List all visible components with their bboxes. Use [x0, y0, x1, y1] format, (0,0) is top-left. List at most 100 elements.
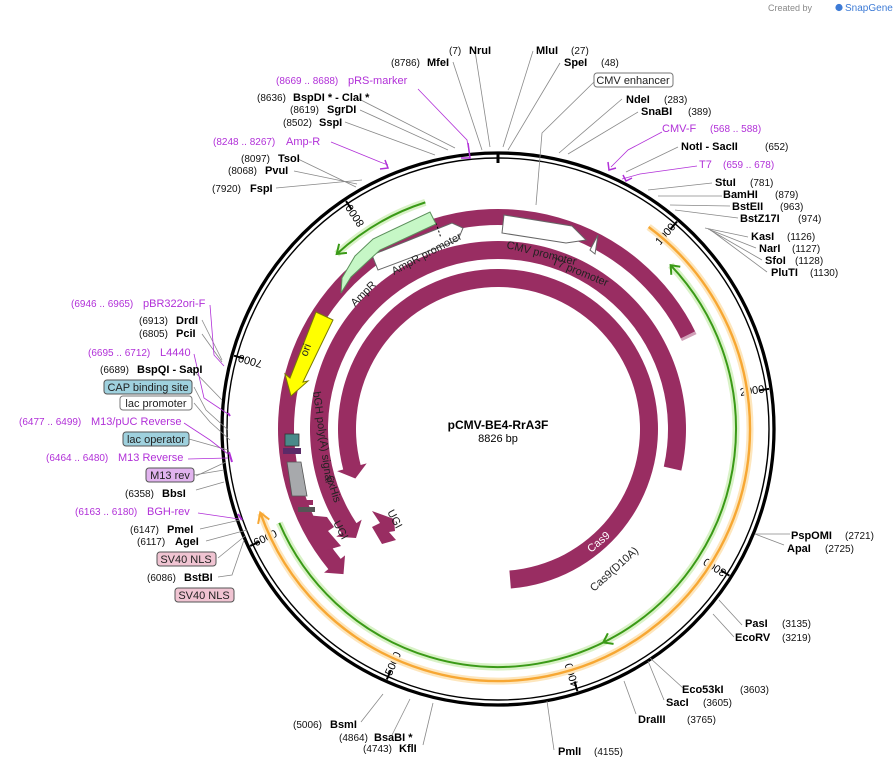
site-bstbi: BstBI: [184, 572, 213, 584]
svg-text:(6913): (6913): [139, 316, 168, 327]
svg-text:(879): (879): [775, 190, 798, 201]
svg-text:(8502): (8502): [283, 118, 312, 129]
svg-text:(283): (283): [664, 95, 687, 106]
orange-arc-head: [257, 510, 270, 525]
restriction-sites: (7) NruI MluI (27) (8786) MfeI SpeI (48)…: [100, 45, 874, 758]
svg-text:(1128): (1128): [795, 256, 823, 267]
site-mlui: MluI: [536, 45, 558, 57]
site-snabi: SnaBI: [641, 106, 672, 118]
box-sv40-nls-1: SV40 NLS: [160, 554, 211, 566]
site-pcii: PciI: [176, 328, 196, 340]
site-drdi: DrdI: [176, 315, 198, 327]
box-sv40-nls-2: SV40 NLS: [178, 590, 229, 602]
svg-text:(6695 .. 6712): (6695 .. 6712): [88, 348, 150, 359]
box-m13-rev: M13 rev: [150, 470, 190, 482]
cas9-arrow: [310, 241, 686, 538]
m13-mark: [283, 448, 301, 454]
ruler-tick: [573, 681, 579, 692]
leader-lines: [188, 50, 790, 751]
orange-arc: [259, 226, 752, 683]
svg-text:(2721): (2721): [845, 531, 874, 542]
svg-text:(652): (652): [765, 142, 788, 153]
site-tsoi: TsoI: [278, 153, 300, 165]
site-bbsi: BbsI: [162, 488, 186, 500]
svg-text:(6477 .. 6499): (6477 .. 6499): [19, 417, 81, 428]
svg-text:(7920): (7920): [212, 184, 241, 195]
svg-text:(963): (963): [780, 202, 803, 213]
svg-text:(7): (7): [449, 46, 461, 57]
site-apai: ApaI: [787, 543, 811, 555]
site-sfoi: SfoI: [765, 255, 786, 267]
site-noti-sacii: NotI - SacII: [681, 141, 738, 153]
primer-l4440: L4440: [160, 347, 191, 359]
site-sspi: SspI: [319, 117, 342, 129]
svg-text:(4155): (4155): [594, 747, 623, 758]
svg-text:(2725): (2725): [825, 544, 854, 555]
svg-text:(659 .. 678): (659 .. 678): [723, 160, 774, 171]
svg-text:(6805): (6805): [139, 329, 168, 340]
ruler-tick: [720, 569, 730, 577]
primer-m13-puc-reverse: M13/pUC Reverse: [91, 416, 181, 428]
ruler-tick-label: 7000: [237, 351, 264, 369]
site-bsteii: BstEII: [732, 201, 763, 213]
svg-text:(389): (389): [688, 107, 711, 118]
svg-text:(781): (781): [750, 178, 773, 189]
svg-text:(8636): (8636): [257, 93, 286, 104]
svg-text:(48): (48): [601, 58, 619, 69]
origin-marker: [496, 153, 500, 163]
svg-text:(6689): (6689): [100, 365, 129, 376]
ruler-tick: [669, 220, 678, 230]
snapgene-logo-icon: [835, 3, 843, 12]
ruler-tick-label: 8000: [344, 202, 368, 229]
green-arc-ampr: [336, 201, 426, 255]
site-draiii: DraIII: [638, 714, 666, 726]
svg-text:(6464 .. 6480): (6464 .. 6480): [46, 453, 108, 464]
svg-text:(6946 .. 6965): (6946 .. 6965): [71, 299, 133, 310]
primer-leaders: [183, 88, 698, 520]
site-nari: NarI: [759, 243, 780, 255]
site-pmli: PmlI: [558, 746, 581, 758]
svg-text:(3603): (3603): [740, 685, 769, 696]
svg-text:(3765): (3765): [687, 715, 716, 726]
primer-amp-r: Amp-R: [286, 136, 320, 148]
svg-text:(3135): (3135): [782, 619, 811, 630]
nls-mark: [298, 507, 315, 512]
primer-prs-marker: pRS-marker: [348, 75, 408, 87]
ruler-tick: [385, 669, 392, 680]
his-tag-mark: [297, 500, 313, 505]
box-cap-binding-site: CAP binding site: [107, 382, 188, 394]
svg-text:(6163 .. 6180): (6163 .. 6180): [75, 507, 137, 518]
created-by-text: Created by: [768, 3, 813, 13]
primer-pbr322ori-f: pBR322ori-F: [143, 298, 206, 310]
site-nrui: NruI: [469, 45, 491, 57]
ruler-tick: [233, 354, 244, 360]
site-stui: StuI: [715, 177, 736, 189]
site-agei: AgeI: [175, 536, 199, 548]
svg-text:(1127): (1127): [792, 244, 820, 255]
svg-text:(1130): (1130): [810, 268, 838, 279]
site-bspqi-sapi: BspQI - SapI: [137, 364, 202, 376]
primer-cmv-f: CMV-F: [662, 123, 697, 135]
site-pspomi: PspOMI: [791, 530, 832, 542]
site-sgrdi: SgrDI: [327, 104, 356, 116]
svg-text:(8248 .. 8267): (8248 .. 8267): [213, 137, 275, 148]
plasmid-name: pCMV-BE4-RrA3F: [448, 418, 549, 432]
ampr-arrow: [340, 211, 437, 294]
site-mfei: MfeI: [427, 57, 449, 69]
ori-arrow: [284, 311, 334, 397]
site-bstz17i: BstZ17I: [740, 213, 780, 225]
site-fspi: FspI: [250, 183, 273, 195]
svg-text:(6147): (6147): [130, 525, 159, 536]
t7-promoter-arrow: [589, 234, 599, 255]
site-ecorv: EcoRV: [735, 632, 771, 644]
boxed-labels: CMV enhancer CAP binding site lac promot…: [103, 72, 674, 603]
svg-text:(568 .. 588): (568 .. 588): [710, 124, 761, 135]
green-arc-head: [669, 263, 681, 275]
site-ndei: NdeI: [626, 94, 650, 106]
ugi-arrow-outer: [306, 515, 341, 551]
green-arc-ampr-head: [335, 243, 348, 256]
box-lac-promoter: lac promoter: [125, 398, 186, 410]
svg-text:(4743): (4743): [363, 744, 392, 755]
